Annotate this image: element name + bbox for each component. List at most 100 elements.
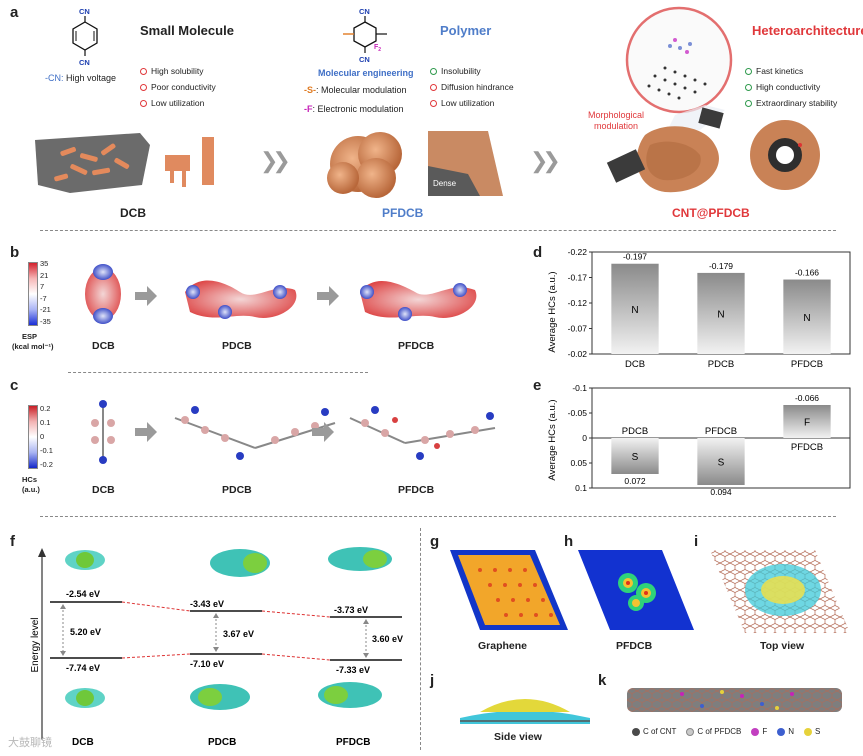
hetero-illustration <box>606 105 820 193</box>
prop-text: Insolubility <box>441 66 481 76</box>
legend-label: S <box>815 727 821 736</box>
f-name-dcb: DCB <box>72 737 94 748</box>
cn-note: -CN: High voltage <box>45 73 116 83</box>
pro-text: Extraordinary stability <box>756 98 838 108</box>
homo-pdcb: -7.10 eV <box>190 659 224 669</box>
prop-text: Low utilization <box>441 98 495 108</box>
bar-pdcb <box>697 272 745 354</box>
hcs-unit: (a.u.) <box>22 485 40 494</box>
y-tick-label: -0.12 <box>568 298 588 308</box>
legend-label: C of CNT <box>643 727 677 736</box>
graphene-map <box>450 550 568 630</box>
chart-d: Average HCs (a.u.) -0.22-0.17-0.12-0.07-… <box>547 247 851 370</box>
category-label: PDCB <box>708 359 734 370</box>
hcs-tick: 0.2 <box>40 404 51 413</box>
panel-label-d: d <box>533 244 543 261</box>
y-tick-label: -0.02 <box>568 349 588 359</box>
caption-graphene: Graphene <box>478 640 528 652</box>
check-icon <box>745 83 752 91</box>
gap-pfdcb: 3.60 eV <box>372 634 403 644</box>
bar-element-label: S <box>718 458 725 469</box>
side-view <box>460 699 590 724</box>
bar-dcb <box>611 263 659 354</box>
esp-unit: (kcal mol⁻¹) <box>12 342 54 351</box>
bar-element-label: S <box>632 452 639 463</box>
divider-a <box>40 230 836 231</box>
f-text: : Electronic modulation <box>312 104 404 114</box>
polymer-title: Polymer <box>440 23 492 38</box>
cross-icon <box>140 99 147 107</box>
bar-element-label: N <box>717 309 724 320</box>
esp-tick: 35 <box>40 259 49 268</box>
orbital-pfdcb-homo <box>318 682 382 708</box>
atom-dot-icon <box>804 727 813 736</box>
b-name-dcb: DCB <box>92 340 115 352</box>
legend-label: C of PFDCB <box>697 727 742 736</box>
cnt-model <box>627 688 842 712</box>
hetero-pros: Fast kinetics High conductivity Extraord… <box>745 66 837 114</box>
divider-f <box>40 516 836 517</box>
homo-pfdcb: -7.33 eV <box>336 665 370 675</box>
bar-value-label: 0.094 <box>710 487 732 497</box>
category-label: PFDCB <box>705 426 737 437</box>
b-name-pdcb: PDCB <box>222 340 252 352</box>
cross-icon <box>140 83 147 91</box>
y-tick-label: -0.05 <box>568 408 588 418</box>
legend-item: F <box>751 727 767 736</box>
category-label: PDCB <box>622 426 648 437</box>
chevron-right-icon: ❯❯ <box>260 148 291 173</box>
panel-label-k: k <box>598 672 607 689</box>
y-tick-label: -0.1 <box>572 383 587 393</box>
bar-value-label: -0.166 <box>795 268 819 278</box>
lumo-dcb: -2.54 eV <box>66 589 100 599</box>
chart-e: Average HCs (a.u.) -0.1-0.0500.050.1S0.0… <box>547 383 851 497</box>
polymer-props: Insolubility Diffusion hindrance Low uti… <box>430 66 514 114</box>
bar-pdcb <box>611 438 659 474</box>
panel-label-j: j <box>430 672 435 689</box>
hcs-tick: -0.1 <box>40 446 53 455</box>
lumo-pdcb: -3.43 eV <box>190 599 224 609</box>
f-note: -F: Electronic modulation <box>304 104 404 114</box>
y-tick-label: -0.07 <box>568 324 588 334</box>
cross-icon <box>430 99 437 107</box>
panel-label-f: f <box>10 533 15 550</box>
bar-element-label: F <box>804 418 810 429</box>
legend-item: S <box>804 727 820 736</box>
orbital-pdcb-lumo <box>210 549 270 577</box>
y-tick-label: 0 <box>582 433 587 443</box>
caption-side-view: Side view <box>494 731 542 743</box>
panel-label-a: a <box>10 4 19 21</box>
legend-item: C of PFDCB <box>686 727 741 736</box>
orbital-dcb-homo <box>65 688 105 708</box>
esp-tick: 21 <box>40 270 49 280</box>
energy-ylabel: Energy level <box>30 617 41 672</box>
atom-dot-icon <box>751 727 760 736</box>
cn-text: High voltage <box>66 73 117 83</box>
y-tick-label: -0.17 <box>568 273 588 283</box>
bar-pfdcb <box>783 279 831 354</box>
dcb-cn-top: CN <box>79 7 90 16</box>
bar-pfdcb <box>697 438 745 485</box>
c-name-pdcb: PDCB <box>222 484 252 496</box>
pfdcb-structure: CN CN F2 <box>343 7 387 64</box>
esp-title: ESP <box>22 332 38 341</box>
check-icon <box>745 99 752 107</box>
legend-label: F <box>762 727 768 736</box>
dcb-illustration <box>35 133 214 193</box>
s-text: : Molecular modulation <box>316 85 407 95</box>
y-tick-label: 0.1 <box>575 483 587 493</box>
panel-label-e: e <box>533 377 542 394</box>
morph-note: Morphological modulation <box>588 110 645 131</box>
dcb-cn-bottom: CN <box>79 58 90 67</box>
hcs-colorbar <box>28 405 38 469</box>
dense-label: Dense <box>433 179 457 188</box>
gap-dcb: 5.20 eV <box>70 627 101 637</box>
panel-label-c: c <box>10 377 19 394</box>
atom-dot-icon <box>777 727 786 736</box>
panel-label-i: i <box>694 533 699 550</box>
energy-diagram: Energy level -2.54 eV -3.43 eV -3.73 eV … <box>30 547 403 748</box>
panel-label-h: h <box>564 533 574 550</box>
pfdcb-cn-bottom: CN <box>359 55 370 64</box>
esp-tick: -7 <box>40 293 47 303</box>
con-text: Low utilization <box>151 98 205 108</box>
